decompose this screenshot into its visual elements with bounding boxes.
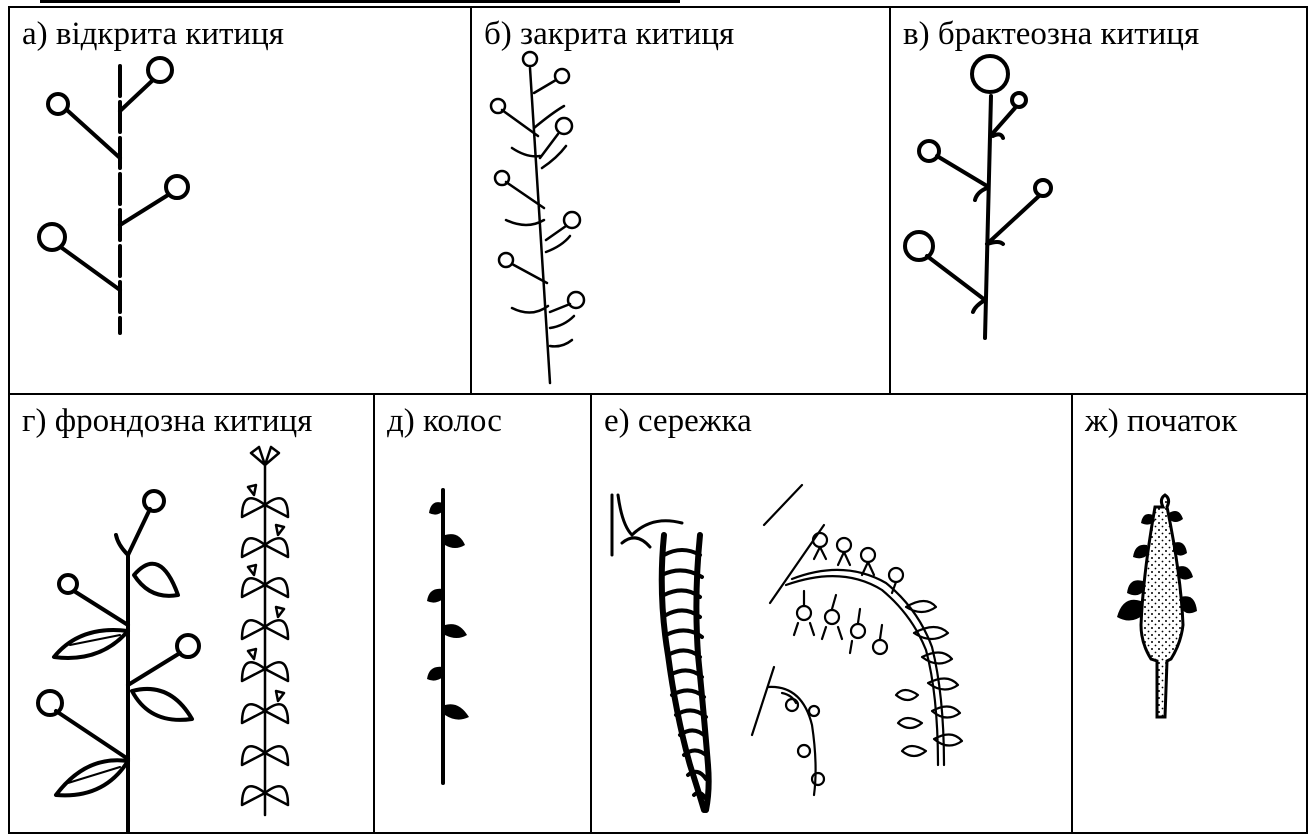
panel-bracteate-raceme: в) брактеозна китиця [889, 6, 1308, 395]
catkin-diagram [592, 395, 1073, 834]
spadix-diagram [1073, 395, 1308, 834]
panel-open-raceme: а) відкрита китиця [8, 6, 472, 395]
closed-raceme-diagram [472, 8, 891, 395]
open-raceme-diagram [10, 8, 472, 395]
panel-spadix: ж) початок [1071, 393, 1308, 834]
panel-catkin: е) сережка [590, 393, 1073, 834]
panel-frondose-raceme: г) фрондозна китиця [8, 393, 375, 834]
bracteate-raceme-diagram [891, 8, 1308, 395]
spike-diagram [375, 395, 592, 834]
panel-spike: д) колос [373, 393, 592, 834]
panel-closed-raceme: б) закрита китиця [470, 6, 891, 395]
frondose-raceme-diagram [10, 395, 375, 834]
